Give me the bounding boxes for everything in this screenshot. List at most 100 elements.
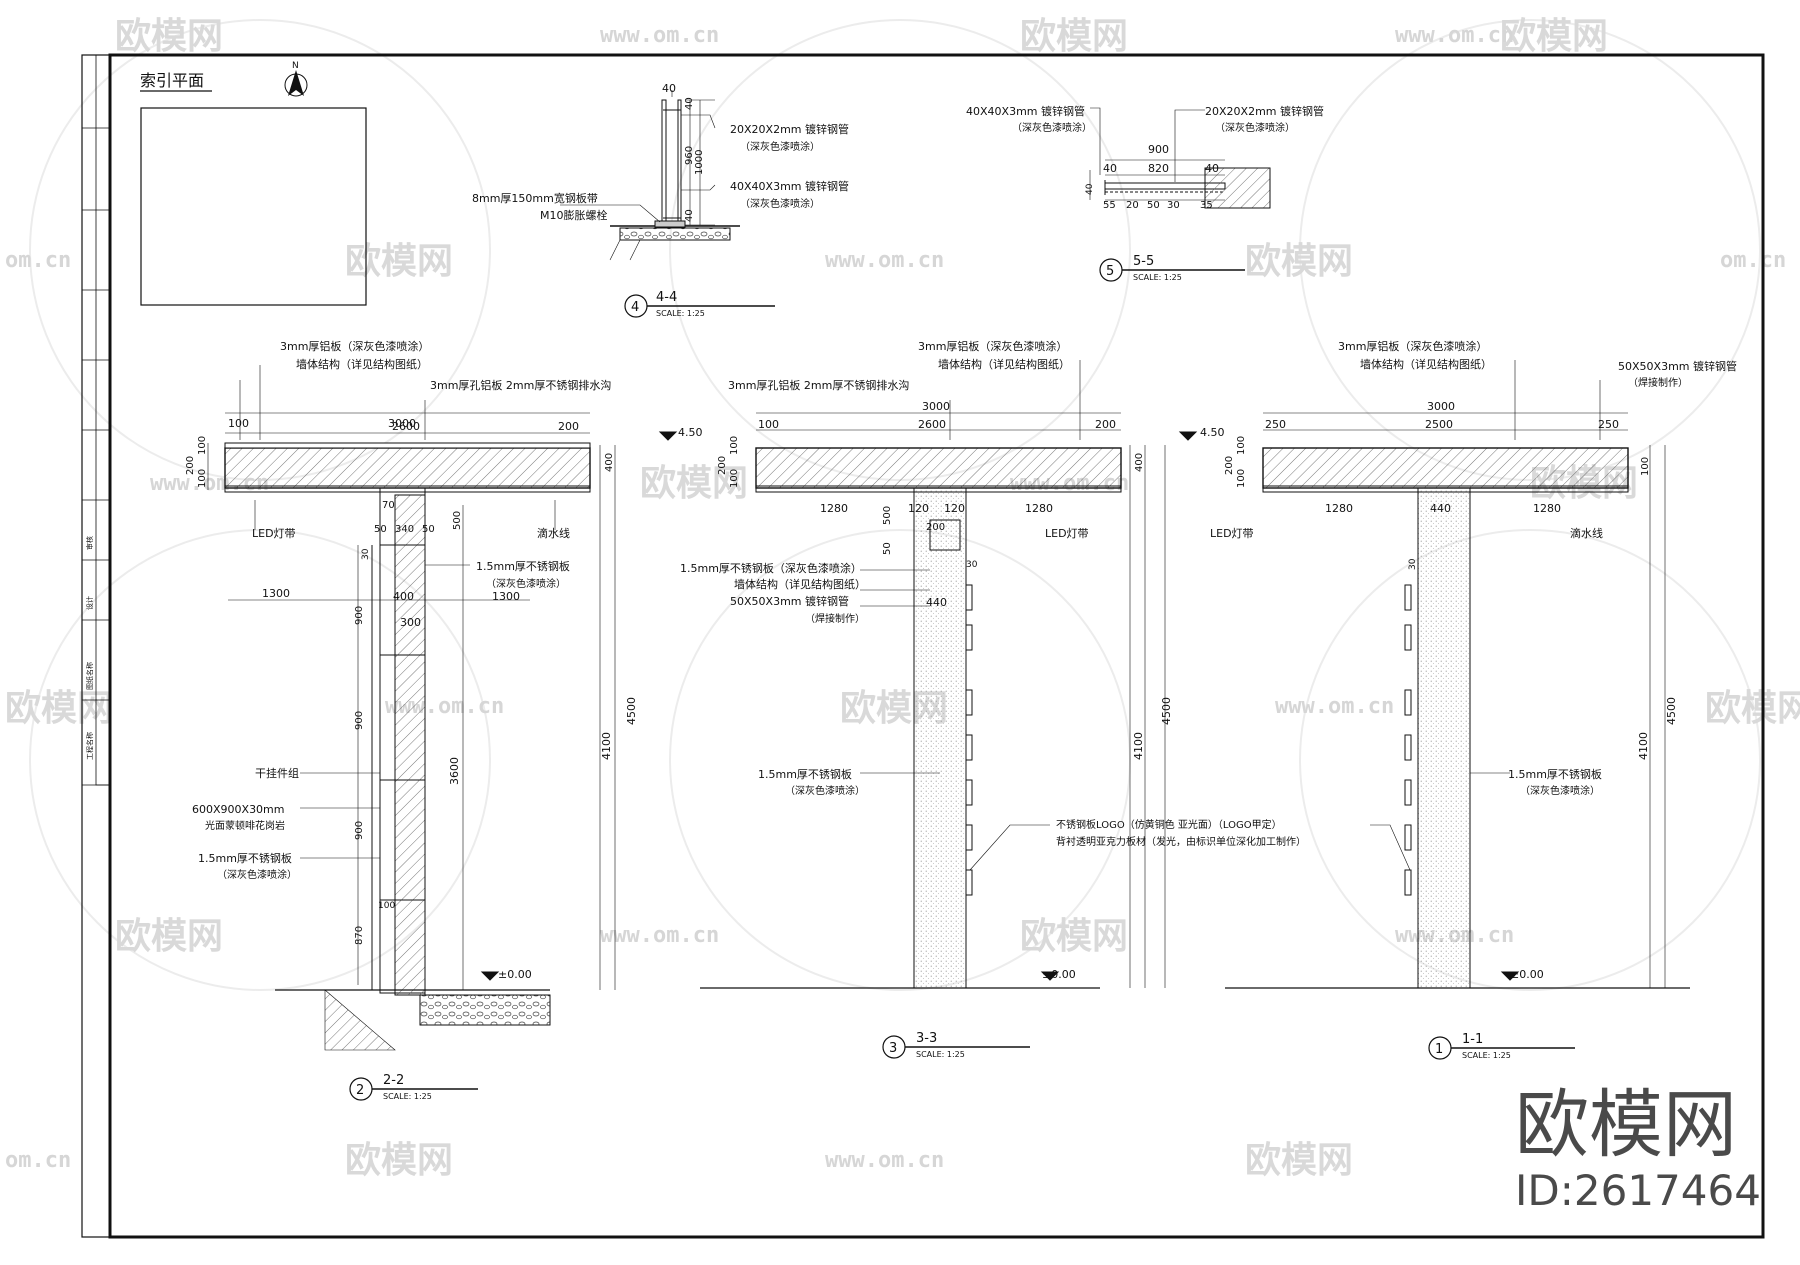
detail-4-4-text: 40 40 960 1000 40 20X20X2mm 镀锌钢管 （深灰色漆喷涂…: [472, 82, 849, 318]
watermark-brand: 欧模网: [345, 1140, 453, 1181]
level-label: ±0.00: [1042, 968, 1076, 981]
watermark-brand: 欧模网: [1020, 916, 1128, 957]
note-label: 3mm厚铝板（深灰色漆喷涂）: [918, 339, 1067, 353]
section-1-1: [1178, 360, 1690, 989]
brand-watermark: 欧模网 ID:2617464: [1515, 1082, 1761, 1215]
dim-label: 400: [393, 590, 414, 603]
dim-label: 440: [1430, 502, 1451, 515]
dim-label: 3600: [448, 757, 461, 785]
dim-label: 4500: [625, 697, 638, 725]
dim-label: 340: [395, 524, 414, 535]
dim-label: 250: [1265, 418, 1286, 431]
index-plan-title: 索引平面: [140, 71, 204, 90]
dim-label: 100: [197, 469, 208, 488]
dim-label: 100: [228, 417, 249, 430]
detail-5-5: [1089, 107, 1271, 209]
section-scale: SCALE: 1:25: [1462, 1051, 1511, 1060]
note-label: 1.5mm厚不锈钢板: [758, 767, 852, 781]
note-label: 3mm厚孔铝板 2mm厚不锈钢排水沟: [430, 378, 611, 392]
dim-label: 3000: [922, 400, 950, 413]
level-label: ±0.00: [1510, 968, 1544, 981]
watermark-url: www.om.cn: [600, 923, 719, 948]
note-label: 40X40X3mm 镀锌钢管: [730, 179, 849, 193]
title-cell: 工程名称: [85, 732, 94, 760]
watermark-brand: 欧模网: [5, 688, 113, 729]
north-label: N: [292, 61, 299, 71]
dim-label: 40: [1205, 162, 1219, 175]
dim-label: 250: [1598, 418, 1619, 431]
dim-label: 1280: [1325, 502, 1353, 515]
section-number: 4: [631, 300, 639, 315]
note-label: 墙体结构（详见结构图纸）: [734, 577, 866, 591]
dim-label: 200: [1095, 418, 1116, 431]
sheet-frame: [81, 53, 1765, 1239]
dim-label: 2600: [392, 420, 420, 433]
section-3-3-text: 3mm厚铝板（深灰色漆喷涂） 墙体结构（详见结构图纸） 3mm厚孔铝板 2mm厚…: [678, 339, 1306, 1059]
dim-label: 35: [1200, 200, 1213, 211]
watermark-url: www.om.cn: [600, 23, 719, 48]
note-label: 600X900X30mm: [192, 803, 285, 816]
dim-label: 1000: [694, 150, 705, 175]
level-label: ±0.00: [498, 968, 532, 981]
dim-label: 2600: [918, 418, 946, 431]
dim-label: 40: [684, 209, 695, 222]
watermark-arcs: [29, 19, 1761, 991]
dim-label: 900: [354, 711, 365, 730]
dim-label: 50: [374, 524, 387, 535]
watermark-brand: 欧模网: [1020, 16, 1128, 57]
model-id: ID:2617464: [1515, 1166, 1761, 1215]
watermark-brand: 欧模网: [640, 463, 748, 504]
note-label: 1.5mm厚不锈钢板: [476, 559, 570, 573]
dim-label: 900: [354, 606, 365, 625]
note-label: 40X40X3mm 镀锌钢管: [966, 104, 1085, 118]
dim-label: 4500: [1160, 697, 1173, 725]
dim-label: 200: [926, 522, 945, 533]
dim-label: 4500: [1665, 697, 1678, 725]
section-scale: SCALE: 1:25: [916, 1050, 965, 1059]
dim-label: 400: [604, 453, 615, 472]
note-label: 滴水线: [1570, 526, 1603, 540]
dim-label: 900: [354, 821, 365, 840]
note-label: （深灰色漆喷涂）: [217, 868, 297, 881]
section-name: 5-5: [1133, 254, 1154, 269]
section-number: 1: [1435, 1042, 1443, 1057]
note-label: 3mm厚铝板（深灰色漆喷涂）: [1338, 339, 1487, 353]
dim-label: 300: [400, 616, 421, 629]
note-label: LED灯带: [1210, 527, 1254, 540]
note-label: LED灯带: [252, 527, 296, 540]
note-label: 50X50X3mm 镀锌钢管: [1618, 359, 1737, 373]
dim-label: 30: [1167, 200, 1180, 211]
title-cell: 图纸名称: [85, 662, 94, 690]
note-label: 1.5mm厚不锈钢板: [198, 851, 292, 865]
dim-label: 4100: [1637, 732, 1650, 760]
detail-4-4: [560, 90, 740, 261]
note-label: LED灯带: [1045, 527, 1089, 540]
dim-label: 870: [354, 926, 365, 945]
watermark-url: www.om.cn: [825, 248, 944, 273]
dim-label: 50: [882, 542, 893, 555]
watermark-brand: 欧模网: [1245, 1140, 1353, 1181]
watermark-url: www.om.cn: [1395, 23, 1514, 48]
dim-label: 30: [1408, 558, 1418, 570]
note-label: 1.5mm厚不锈钢板: [1508, 767, 1602, 781]
section-number: 5: [1106, 264, 1114, 279]
section-name: 4-4: [656, 290, 677, 305]
title-cell: 审核: [85, 536, 94, 550]
note-label: 20X20X2mm 镀锌钢管: [1205, 104, 1324, 118]
dim-label: 40: [1103, 162, 1117, 175]
watermark-url-short: om.cn: [5, 248, 71, 273]
watermark-brand: 欧模网: [115, 16, 223, 57]
watermark-brand: 欧模网: [1500, 16, 1608, 57]
index-plan: 索引平面 N: [140, 61, 367, 306]
title-cell: 设计: [85, 596, 94, 610]
dim-label: 40: [1085, 183, 1095, 195]
note-label: （深灰色漆喷涂）: [785, 784, 865, 797]
dim-label: 400: [1134, 453, 1145, 472]
dim-label: 200: [717, 456, 728, 475]
dim-label: 100: [1236, 469, 1247, 488]
dim-label: 900: [1148, 143, 1169, 156]
watermark-url-short: om.cn: [1720, 248, 1786, 273]
title-block: 工程名称 图纸名称 设计 审核: [85, 536, 94, 760]
dim-label: 3000: [1427, 400, 1455, 413]
